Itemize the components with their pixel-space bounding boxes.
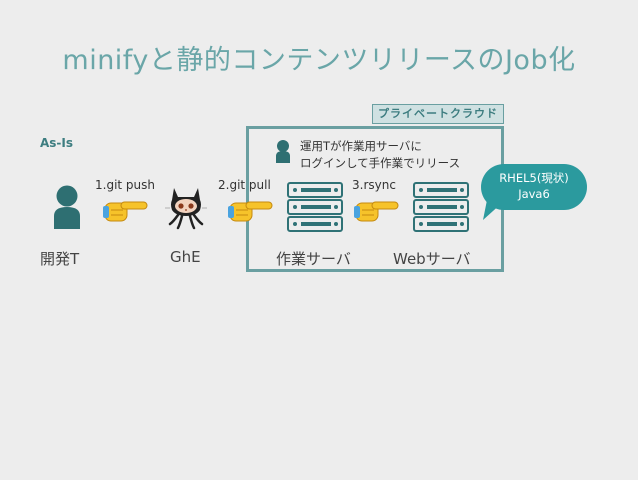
developer-person-icon [52,184,82,230]
rhel-java-bubble: RHEL5(現状) Java6 [481,164,587,210]
operator-note-line-2: ログインして手作業でリリース [300,156,461,170]
work-server-icon [287,182,343,232]
operator-note-line-1: 運用Tが作業用サーバに [300,139,422,153]
step-rsync: 3.rsync [352,178,396,192]
slide-title: minifyと静的コンテンツリリースのJob化 [62,45,576,76]
step-git-pull: 2.git pull [218,178,271,192]
node-label-dev-team: 開発T [40,250,80,268]
web-server-icon [413,182,469,232]
step-git-push: 1.git push [95,178,155,192]
pointing-hand-icon [354,198,400,224]
operator-person-icon [274,139,292,165]
github-octocat-icon [165,182,207,230]
pointing-hand-icon [228,198,274,224]
private-cloud-label: プライベートクラウド [372,104,504,124]
node-label-work-server: 作業サーバ [276,250,351,268]
as-is-label: As-Is [40,136,74,150]
bubble-line-2: Java6 [518,187,550,201]
node-label-ghe: GhE [170,248,201,266]
node-label-web-server: Webサーバ [393,250,471,268]
operator-note: 運用Tが作業用サーバに ログインして手作業でリリース [300,138,460,172]
pointing-hand-icon [103,198,149,224]
bubble-line-1: RHEL5(現状) [499,171,569,185]
